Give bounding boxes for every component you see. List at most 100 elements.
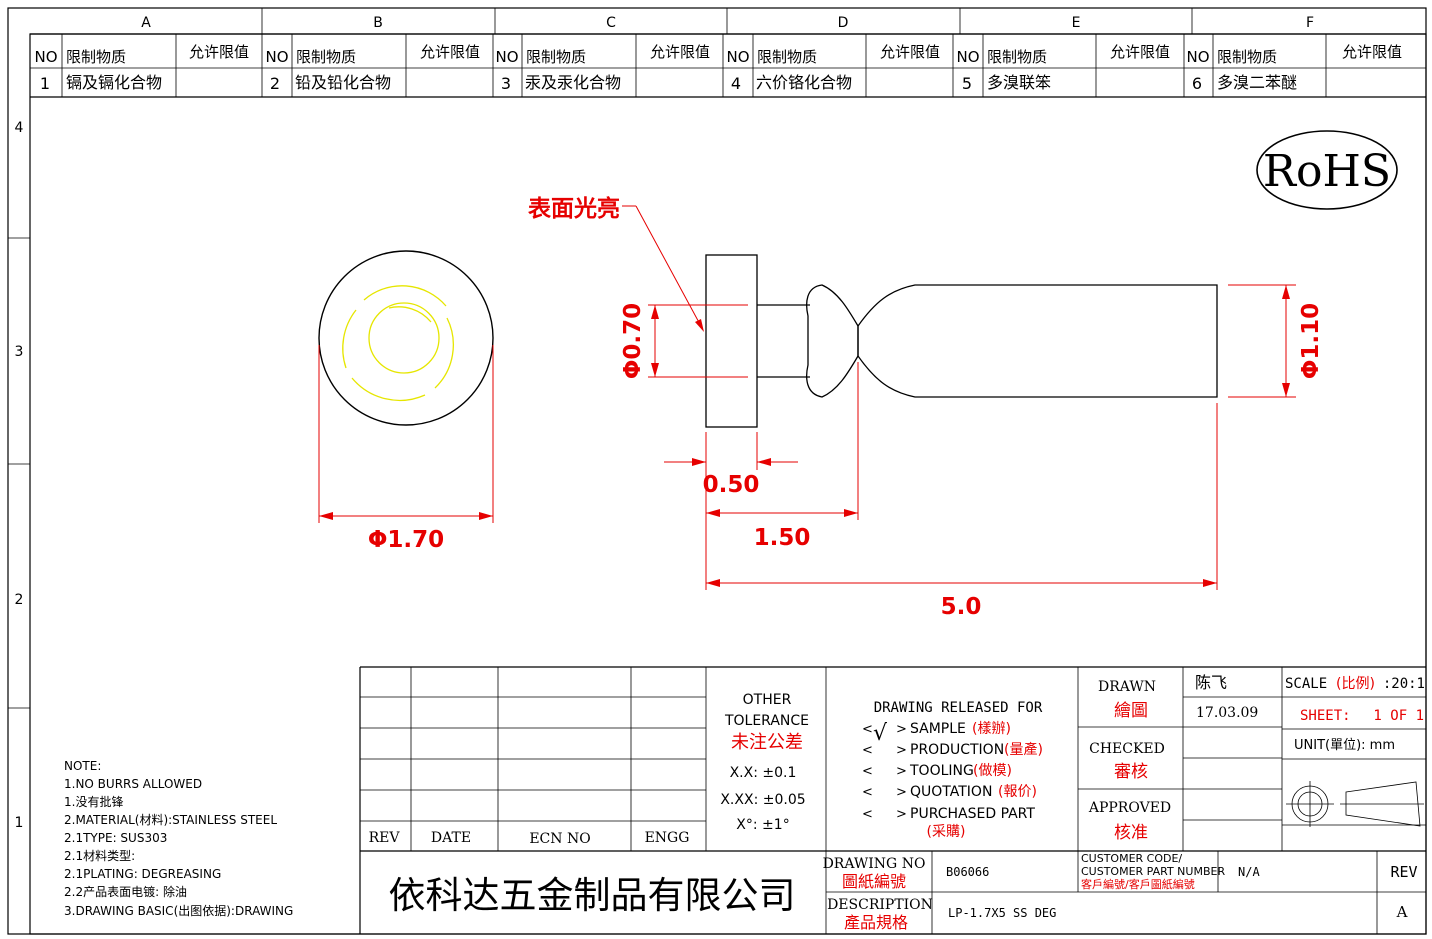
substance-no-2: 2 <box>270 74 280 93</box>
note-1: 1.NO BURRS ALLOWED <box>64 777 202 791</box>
substance-no-4: 4 <box>731 74 741 93</box>
restricted-substances-table: NO 限制物质 允许限值 NO 限制物质 允许限值 NO 限制物质 允许限值 N… <box>30 34 1426 98</box>
zone-col-b: B <box>373 15 383 31</box>
tolerance-block: OTHER TOLERANCE 未注公差 X.X: ±0.1 X.XX: ±0.… <box>720 692 809 833</box>
description-label-cn: 產品規格 <box>844 913 908 932</box>
drawn-label: DRAWN <box>1098 679 1156 695</box>
end-view-circle <box>318 250 494 426</box>
release-title: DRAWING RELEASED FOR <box>874 700 1043 716</box>
svg-text:>: > <box>896 807 907 822</box>
substance-no-6: 6 <box>1192 74 1202 93</box>
zone-col-c: C <box>606 15 616 31</box>
hdr-no-f: NO <box>1186 48 1209 66</box>
hdr-limit-e: 允许限值 <box>1110 43 1170 61</box>
approval-block: DRAWN 繪圖 CHECKED 審核 APPROVED 核准 陈飞 17.03… <box>1078 667 1426 851</box>
sheet-value: 1 OF 1 <box>1373 708 1424 724</box>
hdr-no-b: NO <box>265 48 288 66</box>
tolerance-x2: X.XX: ±0.05 <box>720 792 805 808</box>
zone-col-f: F <box>1306 15 1314 31</box>
release-production-cn: (量產) <box>1004 741 1043 758</box>
customer-value: N/A <box>1238 865 1260 879</box>
zone-col-e: E <box>1072 15 1081 31</box>
substance-name-6: 多溴二苯醚 <box>1217 73 1297 92</box>
release-check-sample: √ <box>873 721 888 746</box>
substance-name-2: 铅及铅化合物 <box>295 73 391 92</box>
scale-label-cn: (比例) <box>1336 676 1375 692</box>
dim-d170: Φ1.70 <box>368 527 444 553</box>
checked-label: CHECKED <box>1089 741 1165 757</box>
customer-label-1: CUSTOMER CODE/ <box>1081 852 1182 865</box>
svg-text:>: > <box>896 764 907 779</box>
svg-text:>: > <box>896 722 907 737</box>
hdr-limit-f: 允许限值 <box>1342 43 1402 61</box>
zone-row-3: 3 <box>15 344 24 360</box>
drawing-no-label: DRAWING NO <box>823 856 926 872</box>
drawing-no-label-cn: 圖紙編號 <box>842 872 906 891</box>
substance-name-1: 镉及镉化合物 <box>66 73 162 92</box>
ecn-header: ECN NO <box>529 831 590 847</box>
revision-table: REV DATE ECN NO ENGG <box>360 667 707 851</box>
hdr-no-d: NO <box>726 48 749 66</box>
notes-block: NOTE: 1.NO BURRS ALLOWED 1.没有批锋 2.MATERI… <box>64 759 293 918</box>
description-value: LP-1.7X5 SS DEG <box>948 906 1056 920</box>
hdr-no-e: NO <box>956 48 979 66</box>
hdr-substance-e: 限制物质 <box>987 48 1047 66</box>
document-ids: DRAWING NO 圖紙編號 B06066 DESCRIPTION 產品規格 … <box>823 851 1426 934</box>
hdr-no-a: NO <box>34 48 57 66</box>
release-quotation: QUOTATION <box>910 784 992 800</box>
hdr-limit-b: 允许限值 <box>420 43 480 61</box>
callout-surface-bright: 表面光亮 <box>528 195 620 222</box>
release-purchased-cn: (采購) <box>927 824 966 840</box>
rev-label: REV <box>1390 863 1417 881</box>
hdr-substance-a: 限制物质 <box>66 48 126 66</box>
column-zone-strip: A B C D E F <box>30 8 1426 35</box>
svg-text:<: < <box>862 807 873 822</box>
drawn-by: 陈飞 <box>1195 673 1227 692</box>
zone-row-4: 4 <box>15 120 24 136</box>
scale-label: SCALE <box>1285 676 1327 692</box>
dim-d110: Φ1.10 <box>1298 303 1324 379</box>
zone-row-1: 1 <box>15 815 24 831</box>
substance-name-4: 六价铬化合物 <box>756 73 852 92</box>
hdr-no-c: NO <box>495 48 518 66</box>
rev-header: REV <box>369 830 401 846</box>
note-2: 1.没有批锋 <box>64 794 123 809</box>
customer-label-cn: 客戶編號/客戶圖紙編號 <box>1081 877 1195 891</box>
substance-name-5: 多溴联笨 <box>987 73 1051 92</box>
zone-col-d: D <box>838 15 849 31</box>
hdr-substance-f: 限制物质 <box>1217 48 1277 66</box>
tolerance-x1: X.X: ±0.1 <box>730 765 797 781</box>
row-zone-strip: 4 3 2 1 <box>8 120 30 831</box>
release-tooling: TOOLING <box>909 763 974 779</box>
note-5: 2.1材料类型: <box>64 849 135 863</box>
substance-no-1: 1 <box>40 74 50 93</box>
release-tooling-cn: (做模) <box>973 763 1012 779</box>
callout-leader <box>635 205 703 329</box>
pin-neck-bulb <box>806 284 859 398</box>
title-block: REV DATE ECN NO ENGG OTHER TOLERANCE 未注公… <box>359 666 1426 934</box>
drawn-label-cn: 繪圖 <box>1114 701 1148 721</box>
substance-no-3: 3 <box>501 74 511 93</box>
pin-head <box>705 254 758 428</box>
hdr-limit-d: 允许限值 <box>880 43 940 61</box>
unit-label: UNIT(單位): mm <box>1294 738 1395 753</box>
scale-value: :20:1 <box>1383 676 1425 692</box>
rev-value: A <box>1396 903 1408 921</box>
sheet-label: SHEET: <box>1300 708 1351 724</box>
end-view: Φ1.70 <box>318 250 494 553</box>
svg-text:<: < <box>862 722 873 737</box>
release-sample: SAMPLE <box>910 721 966 737</box>
hdr-substance-b: 限制物质 <box>296 48 356 66</box>
drawing-no-value: B06066 <box>946 865 989 879</box>
release-production: PRODUCTION <box>910 742 1004 758</box>
tolerance-angle: X°: ±1° <box>736 817 789 833</box>
checked-label-cn: 審核 <box>1114 762 1148 782</box>
projection-symbol <box>1286 781 1424 827</box>
note-7: 2.2产品表面电镀: 除油 <box>64 884 187 899</box>
hdr-limit-a: 允许限值 <box>189 43 249 61</box>
rohs-ellipse <box>1256 130 1398 210</box>
note-3: 2.MATERIAL(材料):STAINLESS STEEL <box>64 813 277 827</box>
dim-d070: Φ0.70 <box>620 303 646 379</box>
dim-l050: 0.50 <box>703 472 760 498</box>
